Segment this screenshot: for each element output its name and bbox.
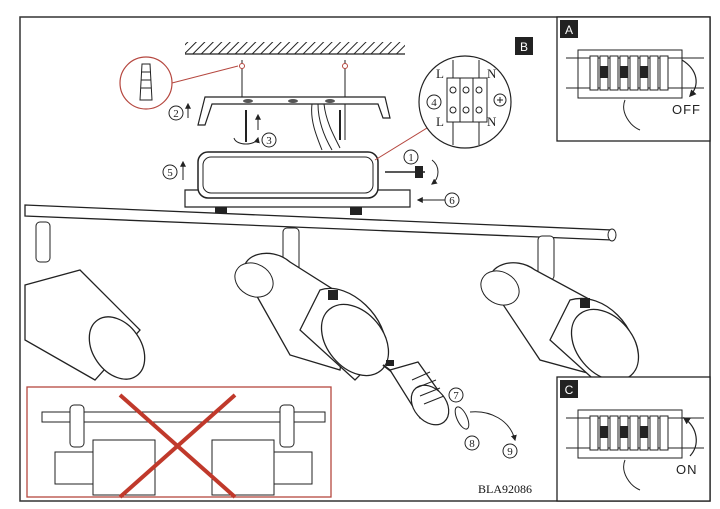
switch-state-on: ON <box>676 462 698 477</box>
svg-text:B: B <box>520 40 528 54</box>
terminal-label-n-top: N <box>487 66 497 81</box>
svg-text:6: 6 <box>449 195 455 207</box>
step-7: 7 <box>448 387 464 403</box>
terminal-label-l-top: L <box>436 66 444 81</box>
svg-text:3: 3 <box>266 135 272 147</box>
step-8: 8 <box>464 435 480 451</box>
product-code: BLA92086 <box>478 482 532 496</box>
svg-text:5: 5 <box>167 167 173 179</box>
panel-c <box>556 376 711 502</box>
svg-text:9: 9 <box>507 446 513 458</box>
glass-ring <box>454 406 517 442</box>
dowel-detail <box>119 56 239 110</box>
side-screw <box>385 159 445 203</box>
supply-wires <box>311 103 341 151</box>
junction-box <box>184 151 411 215</box>
step-4: 4 <box>426 94 442 110</box>
step-5: 5 <box>162 160 186 180</box>
step-1: 1 <box>403 149 419 165</box>
spotlight-head-3 <box>480 235 640 386</box>
panel-a <box>556 16 711 142</box>
step-9: 9 <box>502 443 518 459</box>
spotlight-head-1 <box>24 221 146 381</box>
terminal-callout <box>374 55 512 161</box>
mounting-bracket <box>197 96 391 126</box>
spotlight-head-2 <box>234 227 390 381</box>
wrong-installation-panel <box>26 386 332 499</box>
svg-text:2: 2 <box>173 108 179 120</box>
terminal-label-n-bottom: N <box>487 114 497 129</box>
svg-text:8: 8 <box>469 438 475 450</box>
terminal-label-l-bottom: L <box>436 114 444 129</box>
switch-state-off: OFF <box>672 102 701 117</box>
svg-text:1: 1 <box>408 152 414 164</box>
spotlight-bar <box>24 204 617 242</box>
step-6: 6 <box>444 192 460 208</box>
panel-label-a: A <box>565 23 573 37</box>
ceiling <box>185 42 405 55</box>
step-3: 3 <box>261 132 277 148</box>
outer-frame <box>19 16 711 502</box>
step-2: 2 <box>168 102 191 121</box>
screwdriver-step3 <box>233 110 341 145</box>
panel-label-c: C <box>565 383 574 397</box>
svg-text:4: 4 <box>431 97 437 109</box>
gu10-bulb <box>382 360 450 426</box>
svg-text:7: 7 <box>453 390 459 402</box>
panel-label-b: B <box>515 37 533 55</box>
